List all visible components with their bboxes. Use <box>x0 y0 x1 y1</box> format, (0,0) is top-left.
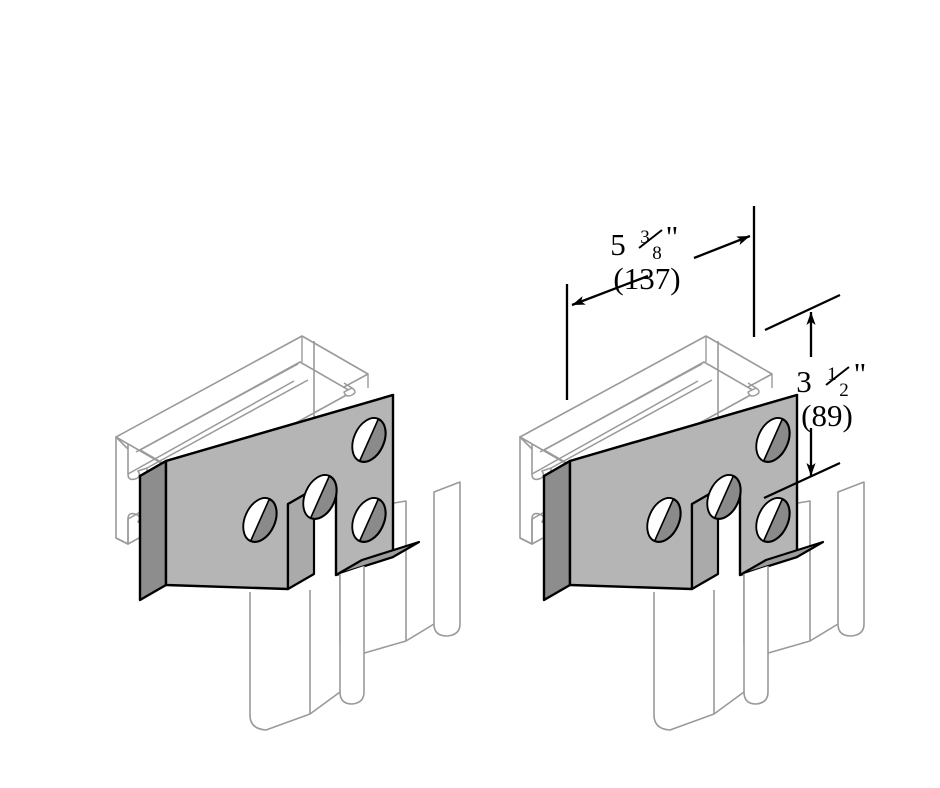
height-fraction-numerator: 1 <box>827 364 837 385</box>
width-fraction-numerator: 3 <box>640 227 650 248</box>
width-fraction: 3 8 " <box>638 219 679 264</box>
height-dimension: 3 1 2 " (89) <box>763 293 867 500</box>
height-extension-line-top <box>764 293 841 332</box>
width-unit-mark: " <box>666 219 679 254</box>
height-dimension-imperial: 3 <box>796 364 812 399</box>
height-fraction-denominator: 2 <box>839 380 849 401</box>
dimension-annotations: 5 3 8 " (137) 3 <box>565 206 867 500</box>
width-dimension: 5 3 8 " (137) <box>565 206 756 400</box>
width-dimension-metric: (137) <box>613 261 680 296</box>
height-dimension-metric: (89) <box>801 398 853 433</box>
width-arrow-left <box>571 274 649 307</box>
width-fraction-bar <box>638 229 663 249</box>
height-extension-line-bottom <box>763 461 841 500</box>
right-assembly-view <box>518 334 866 732</box>
height-fraction-bar <box>825 366 850 386</box>
width-arrow-right <box>693 234 751 260</box>
width-dimension-imperial: 5 <box>610 227 626 262</box>
height-unit-mark: " <box>854 356 867 391</box>
left-assembly-view <box>114 334 462 732</box>
height-fraction: 1 2 " <box>825 356 867 401</box>
width-fraction-denominator: 8 <box>652 243 662 264</box>
